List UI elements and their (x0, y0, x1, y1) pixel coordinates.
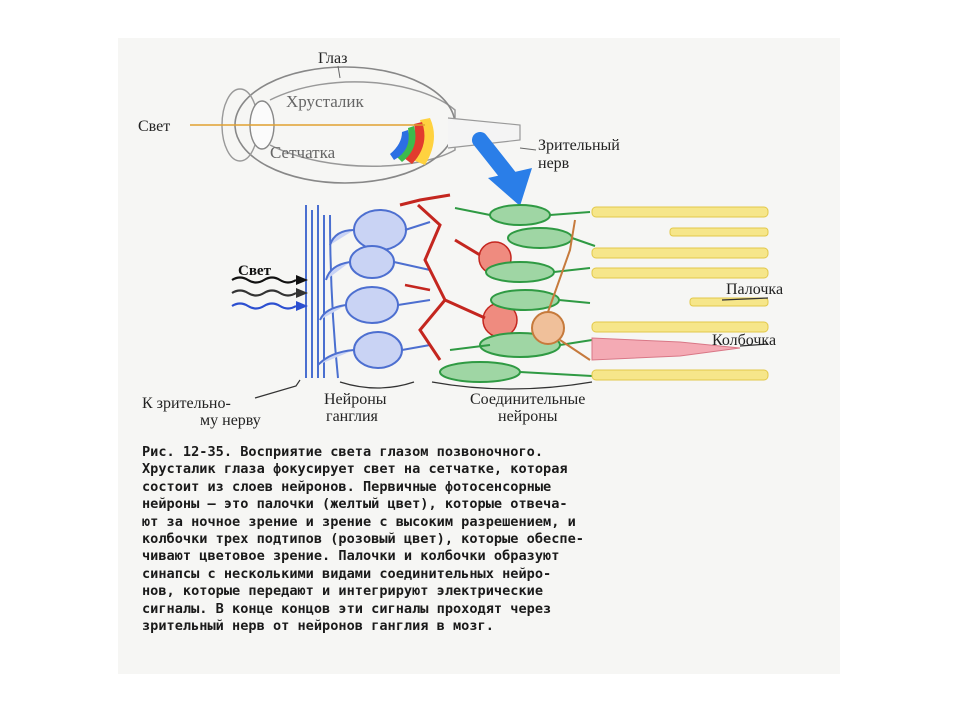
nerve-fibers (305, 205, 339, 379)
retina-section (231, 193, 769, 399)
rod-cell (591, 206, 769, 218)
light-arrows (231, 275, 308, 311)
caption-line: Хрусталик глаза фокусирует свет на сетча… (142, 461, 568, 478)
retina-label: Сетчатка (270, 143, 336, 162)
lens-label: Хрусталик (286, 92, 365, 111)
to-optic-nerve-label-line2: му нерву (200, 412, 261, 429)
caption-line: Рис. 12-35. Восприятие света глазом позв… (142, 444, 544, 460)
caption-line: нейроны — это палочки (желтый цвет), кот… (142, 496, 568, 513)
ganglion-label-line1: Нейроны (324, 391, 387, 408)
rod-cells (591, 206, 769, 381)
cone-cell (591, 337, 741, 361)
rod-cell (669, 227, 769, 237)
rod-label: Палочка (726, 281, 783, 298)
rod-cell (591, 247, 769, 259)
caption-line: ют за ночное зрение и зрение с высоким р… (142, 513, 576, 530)
rod-cell (591, 267, 769, 279)
caption-line: синапсы с несколькими видами соединитель… (142, 565, 552, 582)
rod-cell (591, 369, 769, 381)
caption-line: колбочки трех подтипов (розовый цвет), к… (142, 531, 584, 548)
light-label-top: Свет (138, 118, 170, 135)
eye-illustration (190, 66, 521, 184)
caption-line: нов, которые передают и интегрируют элек… (142, 583, 544, 600)
cone-label: Колбочка (712, 332, 776, 349)
rod-cell (591, 321, 769, 333)
eye-label: Глаз (318, 50, 347, 67)
light-label-bottom: Свет (238, 263, 272, 279)
ganglion-neurons (317, 209, 431, 369)
caption-line: состоит из слоев нейронов. Первичные фот… (142, 478, 552, 495)
zoom-arrow (472, 132, 532, 206)
to-optic-nerve-label-line1: К зрительно- (142, 395, 231, 412)
connecting-neurons-green (439, 204, 596, 383)
section-brackets (254, 297, 769, 399)
caption-line: чивают цветовое зрение. Палочки и колбоч… (142, 548, 560, 565)
horizontal-cell (531, 219, 591, 361)
caption-line: сигналы. В конце концов эти сигналы прох… (142, 600, 552, 617)
connecting-label-line2: нейроны (498, 408, 558, 425)
rod-cell (689, 297, 769, 307)
caption-line: зрительный нерв от нейронов ганглия в мо… (142, 618, 494, 635)
figure-caption: Рис. 12-35. Восприятие света глазом позв… (142, 444, 832, 635)
optic-nerve-label-line1: Зрительный (538, 137, 620, 154)
ganglion-label-line2: ганглия (326, 408, 379, 425)
optic-nerve-label-line2: нерв (538, 155, 570, 172)
connecting-label-line1: Соединительные (470, 391, 585, 408)
